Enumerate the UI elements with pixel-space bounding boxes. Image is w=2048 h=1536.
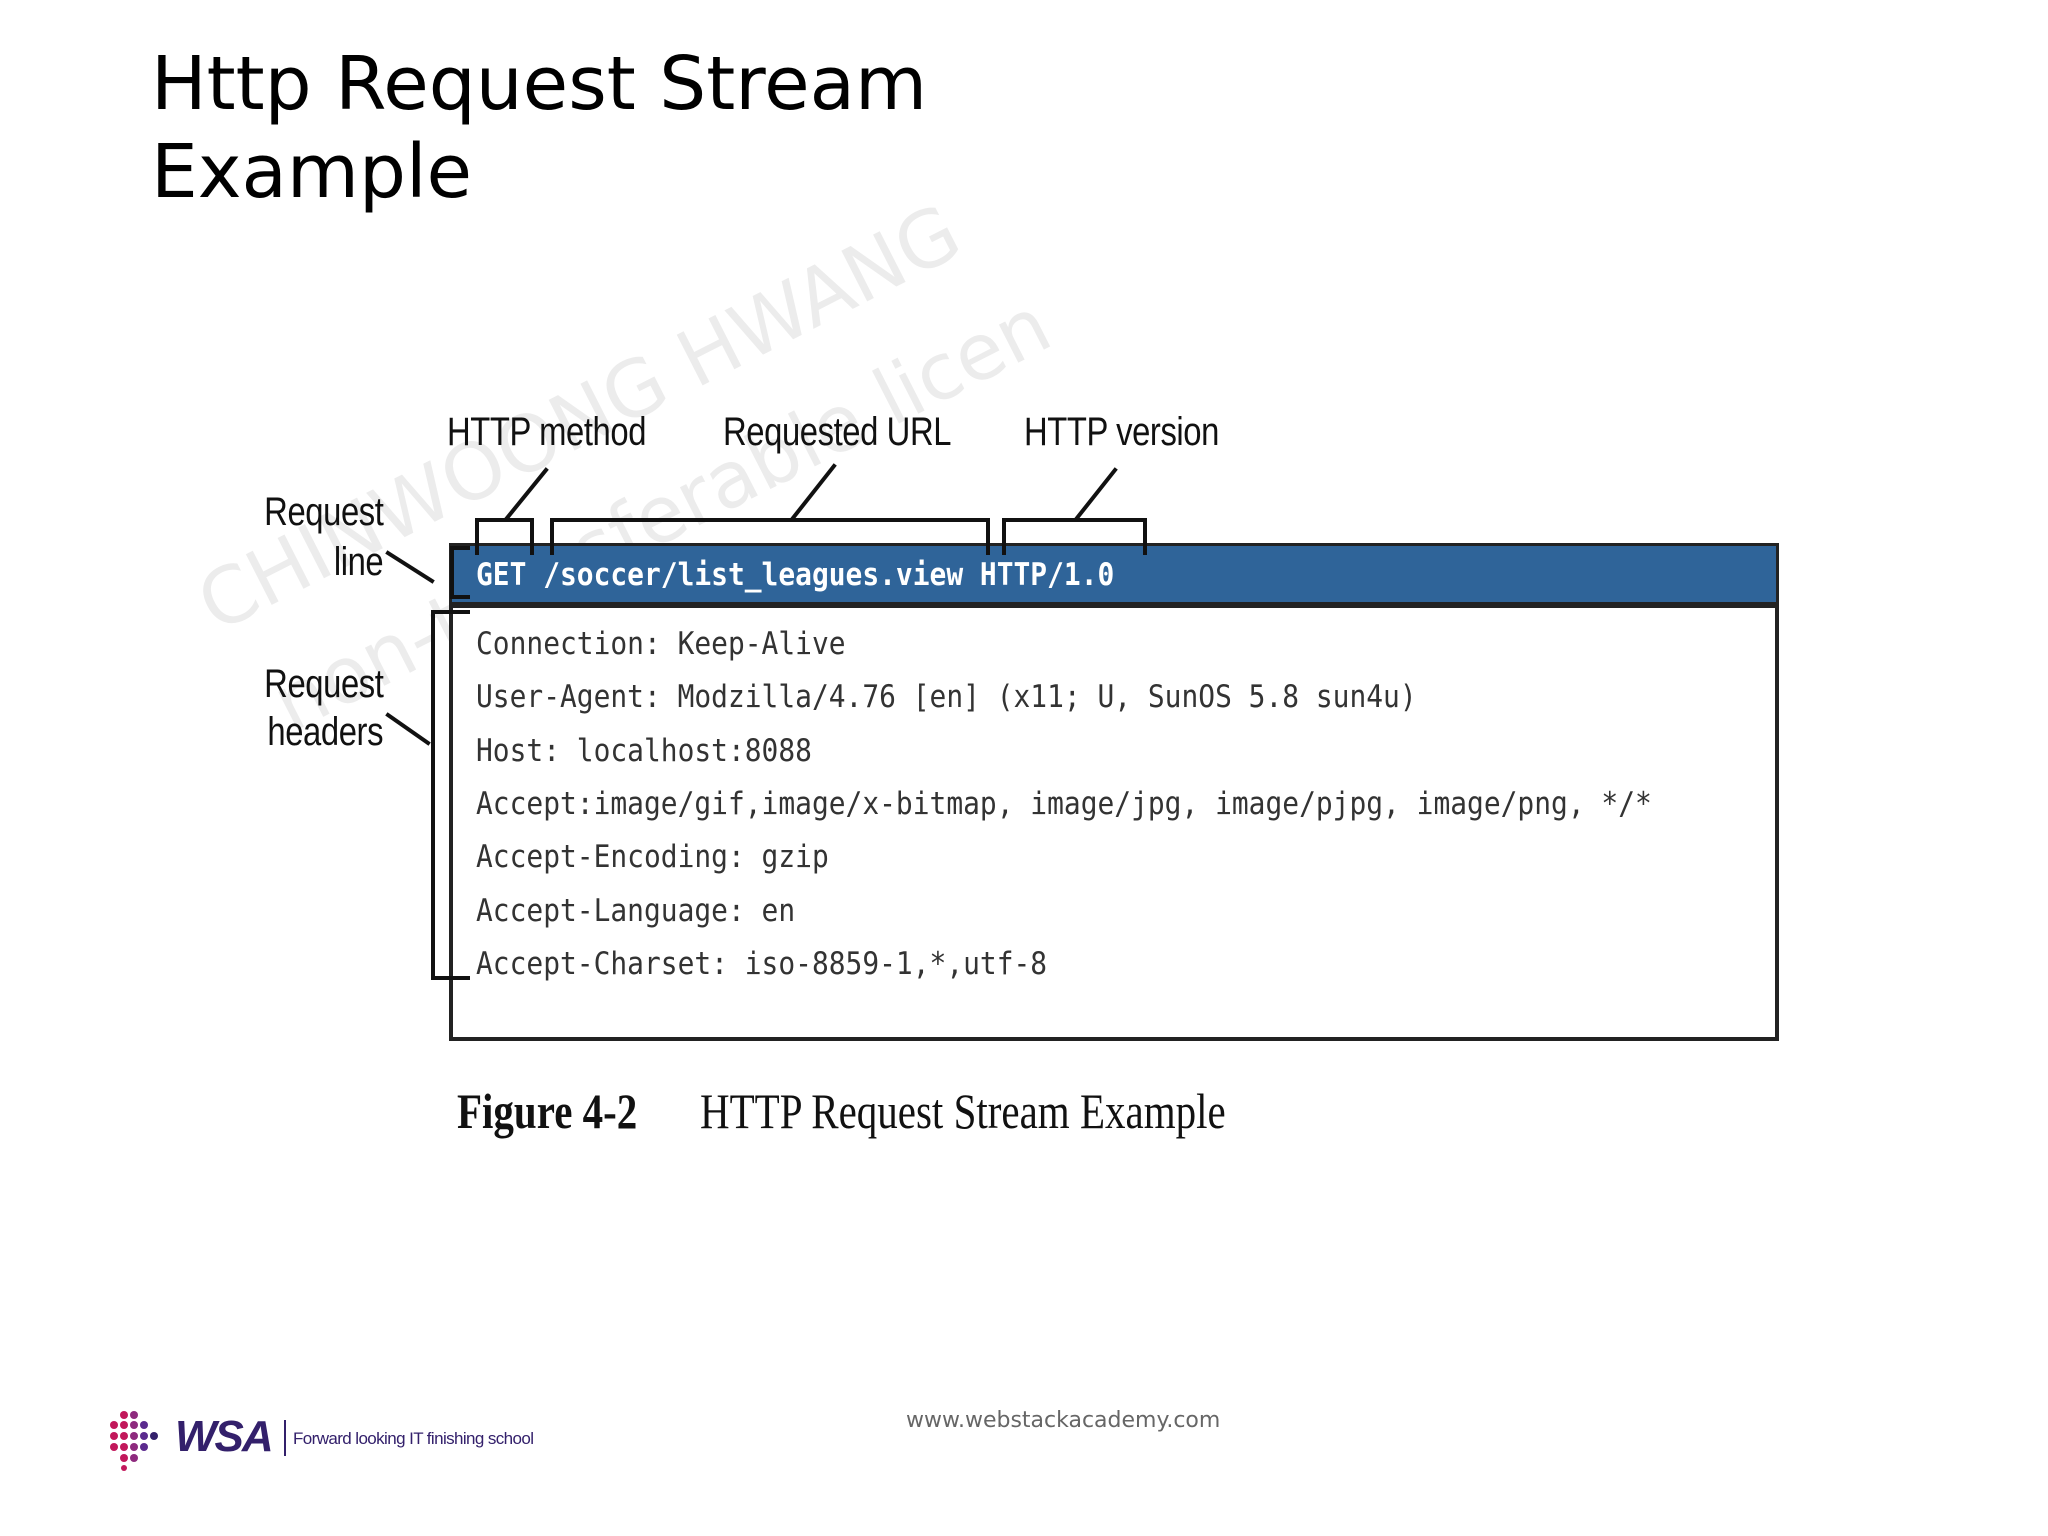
bracket-request-headers xyxy=(431,610,470,980)
header-line: Accept-Encoding: gzip xyxy=(476,839,829,875)
wsa-logo-icon xyxy=(110,1411,158,1471)
label-request-line-2: line xyxy=(333,540,384,584)
leader-request-headers xyxy=(385,712,431,746)
header-line: Host: localhost:8088 xyxy=(476,733,812,769)
label-http-method: HTTP method xyxy=(447,410,647,454)
leader-request-line xyxy=(385,550,435,584)
header-line: Accept-Language: en xyxy=(476,893,796,929)
label-request-headers-2: headers xyxy=(267,710,383,754)
figure-caption-number: Figure 4-2 xyxy=(457,1083,638,1139)
bracket-requested-url xyxy=(550,518,990,555)
wsa-logo-tagline: Forward looking IT finishing school xyxy=(293,1429,534,1448)
logo-divider xyxy=(284,1420,286,1456)
label-http-version: HTTP version xyxy=(1024,410,1219,454)
request-line-bar xyxy=(449,543,1779,605)
header-line: User-Agent: Modzilla/4.76 [en] (x11; U, … xyxy=(476,679,1417,715)
request-line-text: GET /soccer/list_leagues.view HTTP/1.0 xyxy=(476,557,1115,593)
header-line: Accept:image/gif,image/x-bitmap, image/j… xyxy=(476,786,1652,822)
header-line: Accept-Charset: iso-8859-1,*,utf-8 xyxy=(476,946,1048,982)
slide-title-line-2: Example xyxy=(151,129,473,215)
footer-website-url: www.webstackacademy.com xyxy=(906,1408,1221,1433)
label-request-headers-1: Request xyxy=(263,662,384,706)
bracket-http-method xyxy=(475,518,534,555)
slide-title-line-1: Http Request Stream xyxy=(151,41,928,127)
leader-http-method xyxy=(504,467,549,521)
label-request-line-1: Request xyxy=(263,490,384,534)
request-headers-box xyxy=(449,605,1779,1041)
bracket-http-version xyxy=(1002,518,1147,555)
label-requested-url: Requested URL xyxy=(723,410,952,454)
header-line: Connection: Keep-Alive xyxy=(476,626,846,662)
slide-title: Http Request Stream Example xyxy=(151,40,1351,216)
wsa-logo-text: WSA xyxy=(175,1412,274,1461)
leader-http-version xyxy=(1074,467,1118,521)
bracket-request-line xyxy=(450,546,470,599)
leader-requested-url xyxy=(790,463,837,521)
figure-caption-text: HTTP Request Stream Example xyxy=(700,1083,1226,1139)
